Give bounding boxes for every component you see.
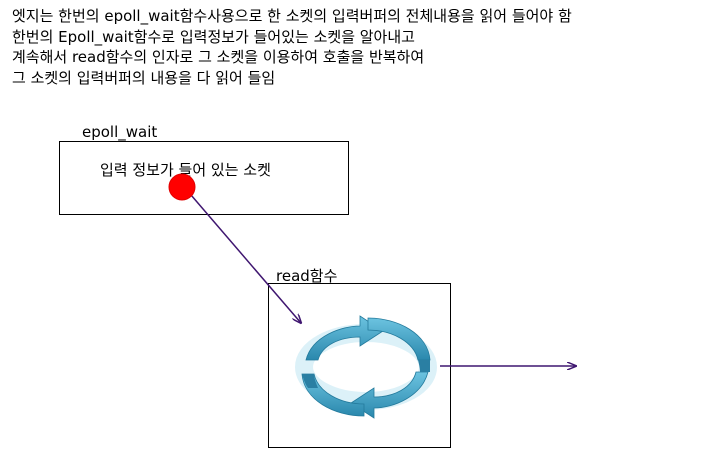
description-line-4: 그 소켓의 입력버퍼의 내용을 다 읽어 들임 [12,68,276,87]
epoll-wait-box [59,141,349,215]
repeat-cycle-icon [295,315,437,419]
read-function-label: read함수 [276,267,338,285]
epoll-wait-label: epoll_wait [82,123,158,141]
socket-dot-icon [168,173,196,201]
description-text: 엣지는 한번의 epoll_wait함수사용으로 한 소켓의 입력버퍼의 전체내… [12,6,572,88]
epoll-box-text: 입력 정보가 들어 있는 소켓 [100,161,271,179]
description-line-2: 한번의 Epoll_wait함수로 입력정보가 들어있는 소켓을 알아내고 [12,27,415,46]
description-line-1: 엣지는 한번의 epoll_wait함수사용으로 한 소켓의 입력버퍼의 전체내… [12,7,572,25]
dot-to-read-arrow [184,187,301,323]
description-line-3: 계속해서 read함수의 인자로 그 소켓을 이용하여 호출을 반복하여 [12,48,425,66]
